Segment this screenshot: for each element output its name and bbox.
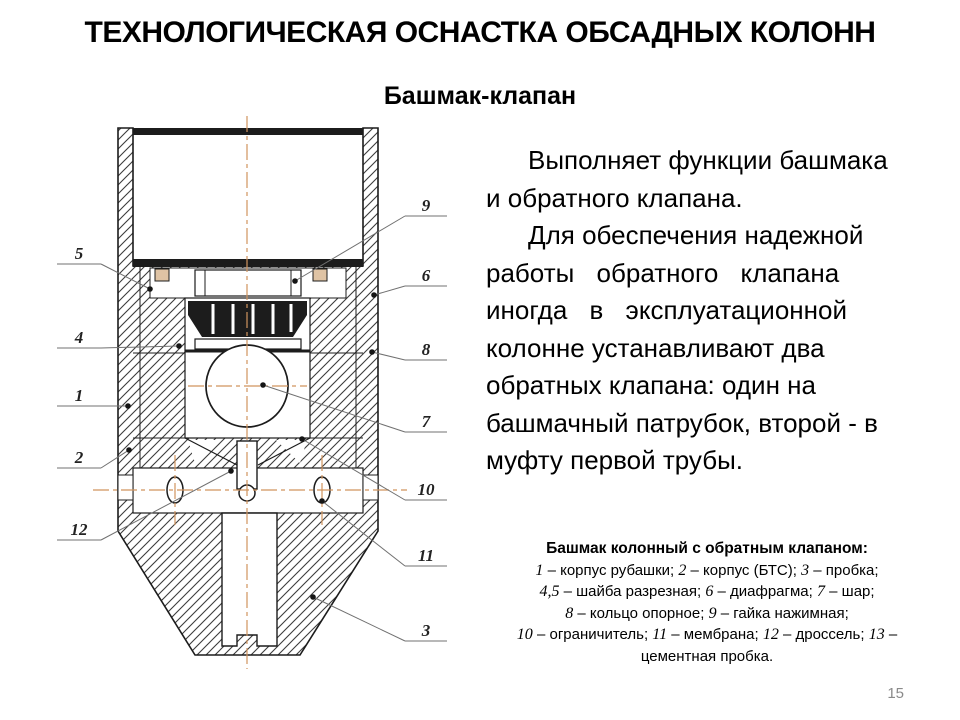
pressure-nut: [194, 269, 302, 297]
callout-target-dot: [292, 278, 298, 284]
caption-line: 1 – корпус рубашки; 2 – корпус (БТС); 3 …: [535, 561, 879, 579]
description-line: работы обратного клапана: [486, 257, 840, 288]
callout-number: 9: [422, 196, 431, 215]
callout-target-dot: [147, 286, 153, 292]
callout-number: 3: [421, 621, 431, 640]
funnel-line-left: [184, 437, 238, 466]
description-line: муфту первой трубы.: [486, 445, 744, 475]
caption-line: 10 – ограничитель; 11 – мембрана; 12 – д…: [516, 626, 898, 665]
description-text: Выполняет функции башмака и обратного кла…: [486, 142, 938, 480]
funnel-line-right: [257, 437, 311, 466]
description-line: колонне устанавливают два: [486, 332, 825, 363]
description-line: Выполняет функции башмака: [528, 145, 888, 175]
callout-number: 7: [422, 412, 432, 431]
callout-target-dot: [299, 436, 305, 442]
description-line: Для обеспечения надежной: [528, 220, 864, 250]
callout-leader: [100, 449, 130, 469]
callout-number: 1: [75, 386, 84, 405]
left-wall-notch: [117, 474, 134, 501]
callout-leader: [100, 470, 232, 541]
box-bottom-band: [133, 259, 363, 267]
callout-leader: [312, 596, 406, 642]
diaphragm-slits: [211, 304, 293, 334]
description-line: и обратного клапана.: [486, 182, 743, 213]
callout-target-dot: [319, 498, 325, 504]
membrane-notch: [362, 474, 379, 501]
callout-leader: [100, 345, 180, 349]
caption-line: 8 – кольцо опорное; 9 – гайка нажимная;: [565, 604, 849, 622]
callout-leader: [301, 438, 406, 501]
callout-leader: [373, 285, 406, 296]
callout-target-dot: [260, 382, 266, 388]
callout-leader: [262, 384, 406, 433]
callout-number: 12: [71, 520, 89, 539]
callout-target-dot: [176, 343, 182, 349]
callout-leader: [371, 351, 406, 361]
callout-leader: [321, 500, 406, 567]
callout-number: 6: [422, 266, 431, 285]
callout-number: 5: [75, 244, 84, 263]
callout-target-dot: [228, 468, 234, 474]
top-rim-band: [133, 128, 363, 135]
figure-caption: Башмак колонный с обратным клапаном: 1 –…: [478, 538, 936, 667]
callout-target-dot: [369, 349, 375, 355]
seat-wedge-right: [276, 440, 307, 463]
callout-leader: [100, 263, 151, 290]
wall-layer-lines: [133, 266, 363, 468]
callout-leader: [294, 215, 406, 282]
split-washer-left: [154, 268, 170, 282]
callout-number: 8: [422, 340, 431, 359]
callout-target-dot: [126, 447, 132, 453]
slide-subtitle: Башмак-клапан: [383, 82, 577, 110]
description-line: башмачный патрубок, второй - в: [486, 407, 878, 438]
callout-number: 4: [74, 328, 84, 347]
split-washer-right: [312, 268, 328, 282]
callout-target-dot: [371, 292, 377, 298]
cement-channel: [221, 512, 278, 647]
callout-target-dot: [310, 594, 316, 600]
callout-number: 11: [418, 546, 434, 565]
callout-target-dot: [125, 403, 131, 409]
description-line: обратных клапана: один на: [486, 370, 816, 400]
seat-wedge-left: [188, 440, 219, 463]
page-number: 15: [887, 685, 904, 702]
slide-title: ТЕХНОЛОГИЧЕСКАЯ ОСНАСТКА ОБСАДНЫХ КОЛОНН: [84, 16, 876, 49]
callout-number: 2: [74, 448, 84, 467]
description-line: иногда в эксплуатационной: [486, 295, 847, 325]
caption-line: 4,5 – шайба разрезная; 6 – диафрагма; 7 …: [539, 583, 875, 600]
caption-title: Башмак колонный с обратным клапаном:: [546, 540, 868, 557]
callout-number: 10: [418, 480, 436, 499]
centerlines: [93, 116, 407, 669]
